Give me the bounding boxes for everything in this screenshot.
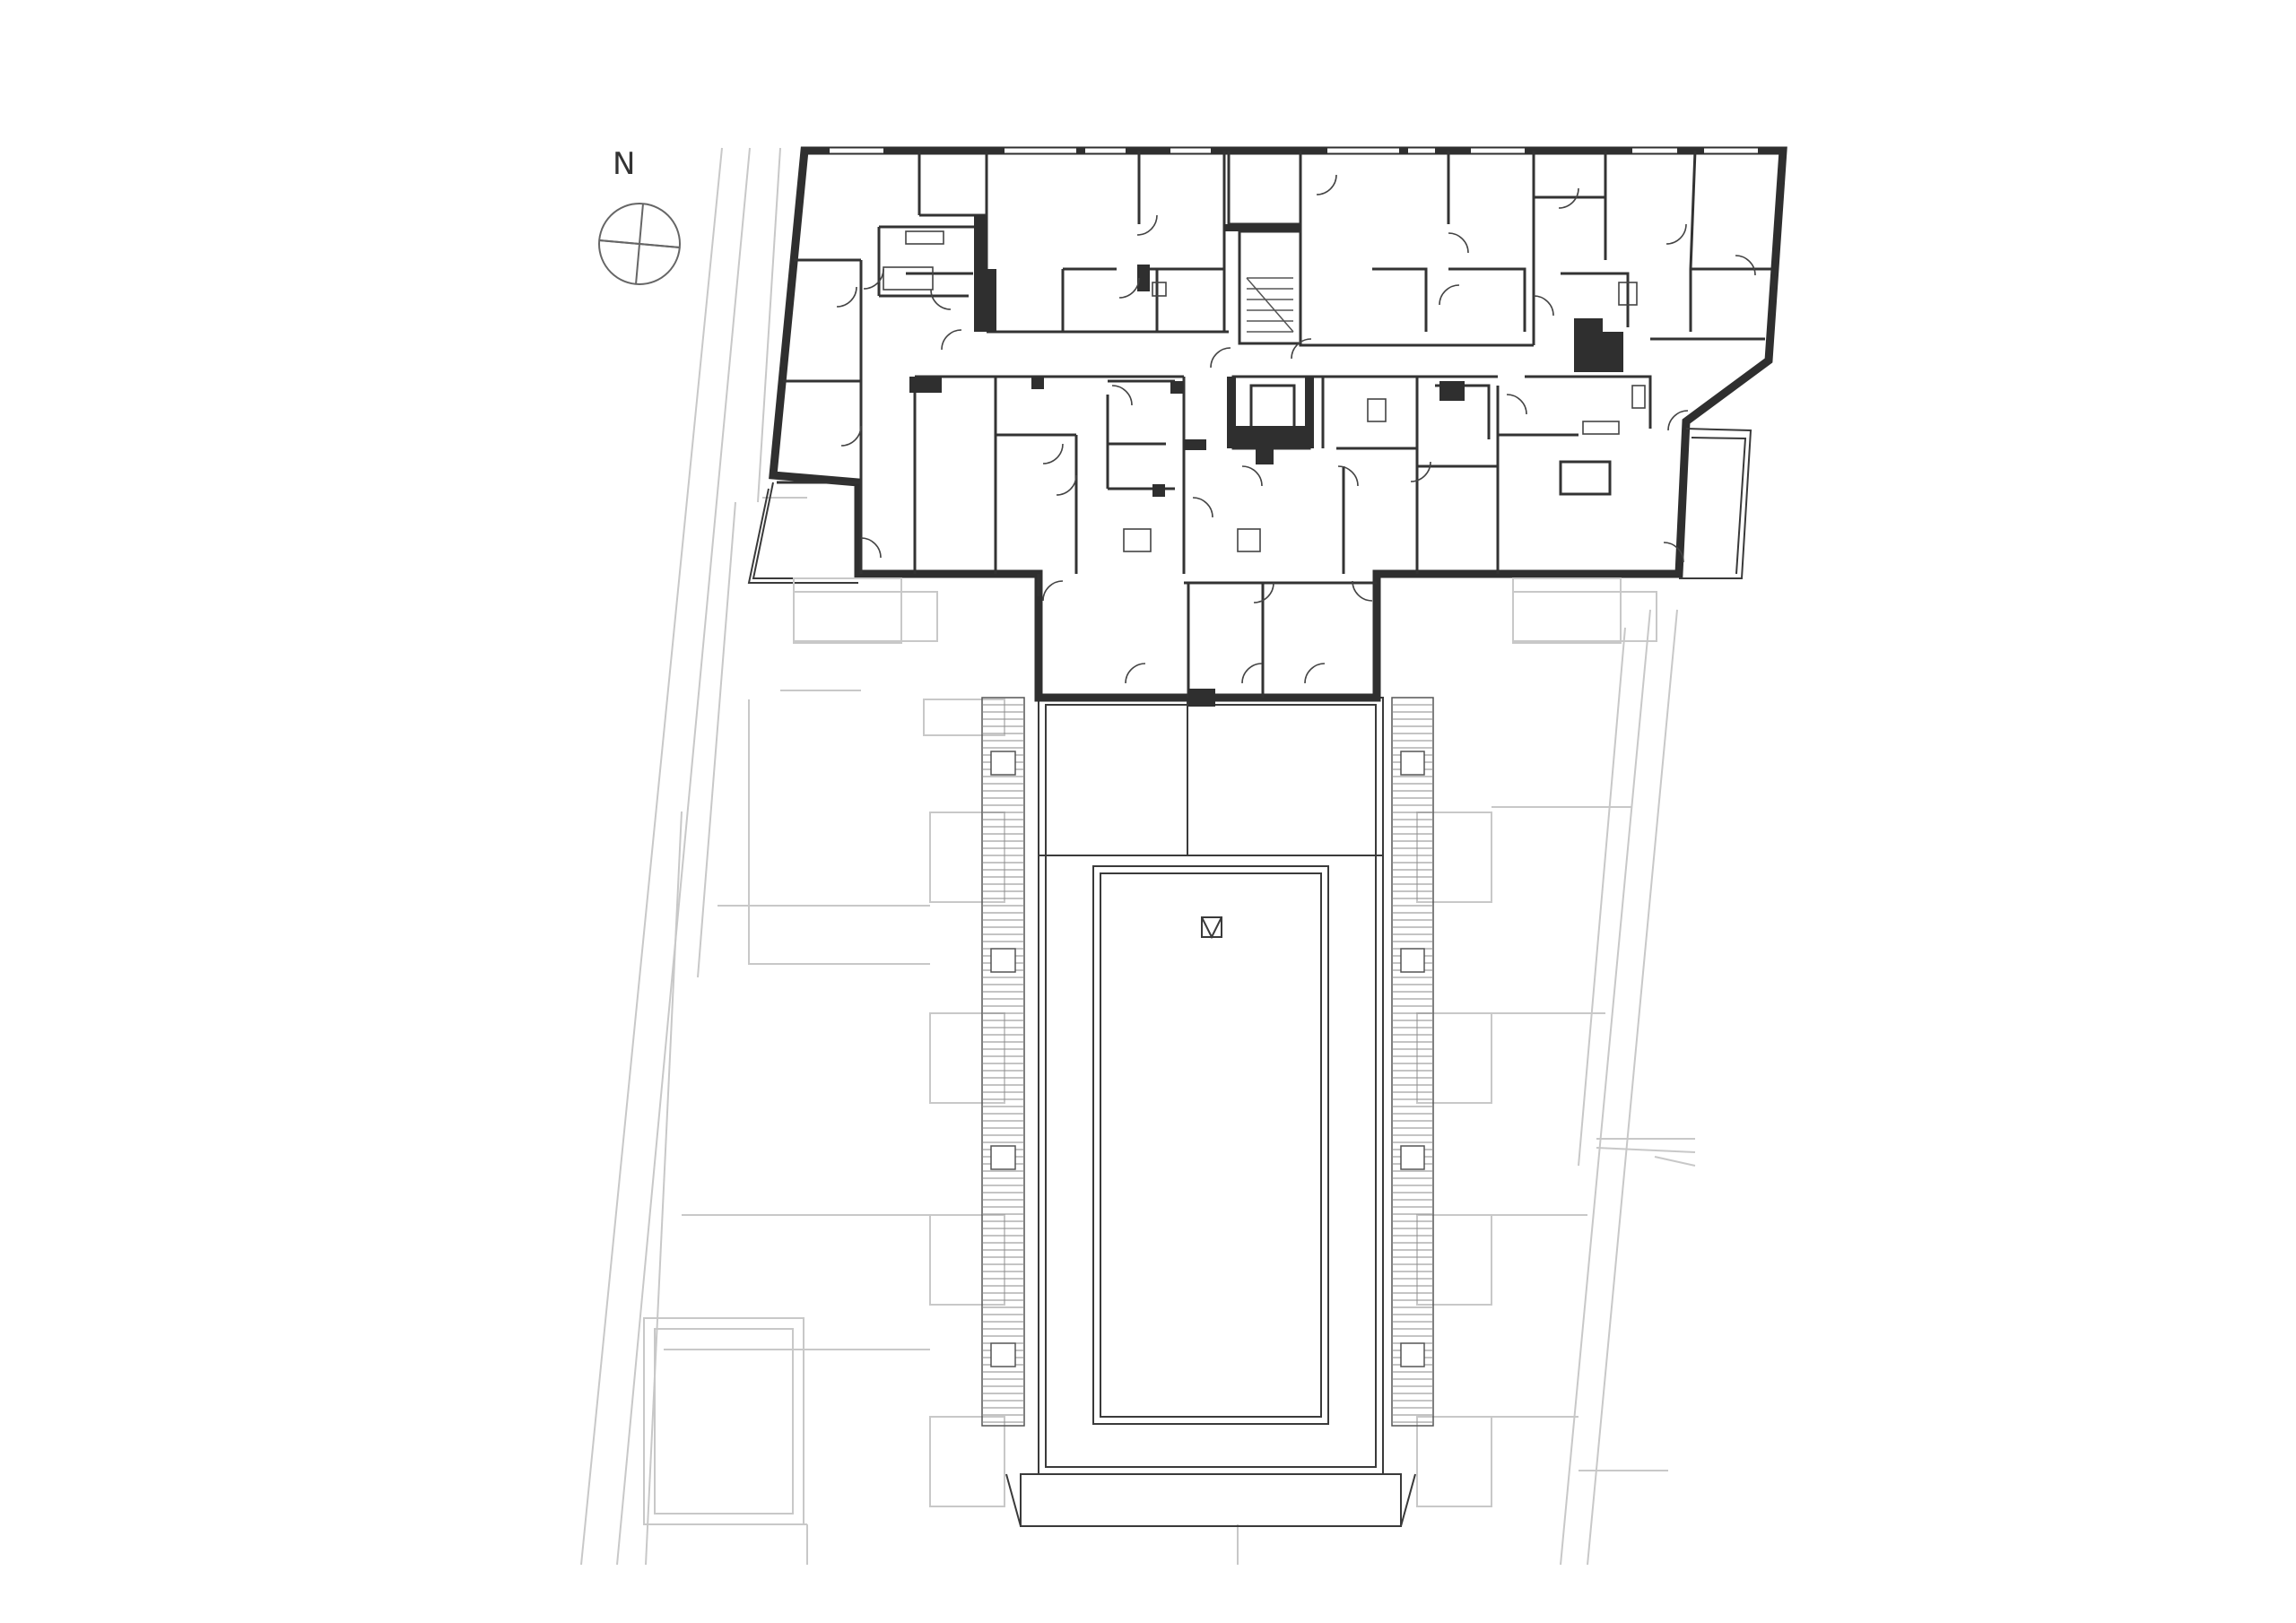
ramp-strip bbox=[981, 697, 1025, 1427]
north-label: N bbox=[613, 146, 636, 182]
stair-ramps bbox=[981, 697, 1434, 1427]
structural-walls bbox=[909, 215, 1623, 707]
ramp-landing bbox=[1400, 751, 1425, 776]
ramp-landing bbox=[1400, 1145, 1425, 1170]
north-arrow-icon bbox=[598, 203, 681, 285]
fixtures bbox=[883, 230, 1646, 552]
ramp-landing bbox=[990, 948, 1016, 973]
ramp-landing bbox=[1400, 1342, 1425, 1367]
ramp-landing bbox=[1400, 948, 1425, 973]
courtyard bbox=[1005, 697, 1416, 1527]
ramp-landing bbox=[990, 1145, 1016, 1170]
ramp-landing bbox=[990, 751, 1016, 776]
ramp-strip bbox=[1391, 697, 1434, 1427]
site-context bbox=[580, 147, 1696, 1566]
door-swings bbox=[836, 174, 1756, 684]
ramp-landing bbox=[990, 1342, 1016, 1367]
interior-partitions bbox=[777, 150, 1771, 698]
